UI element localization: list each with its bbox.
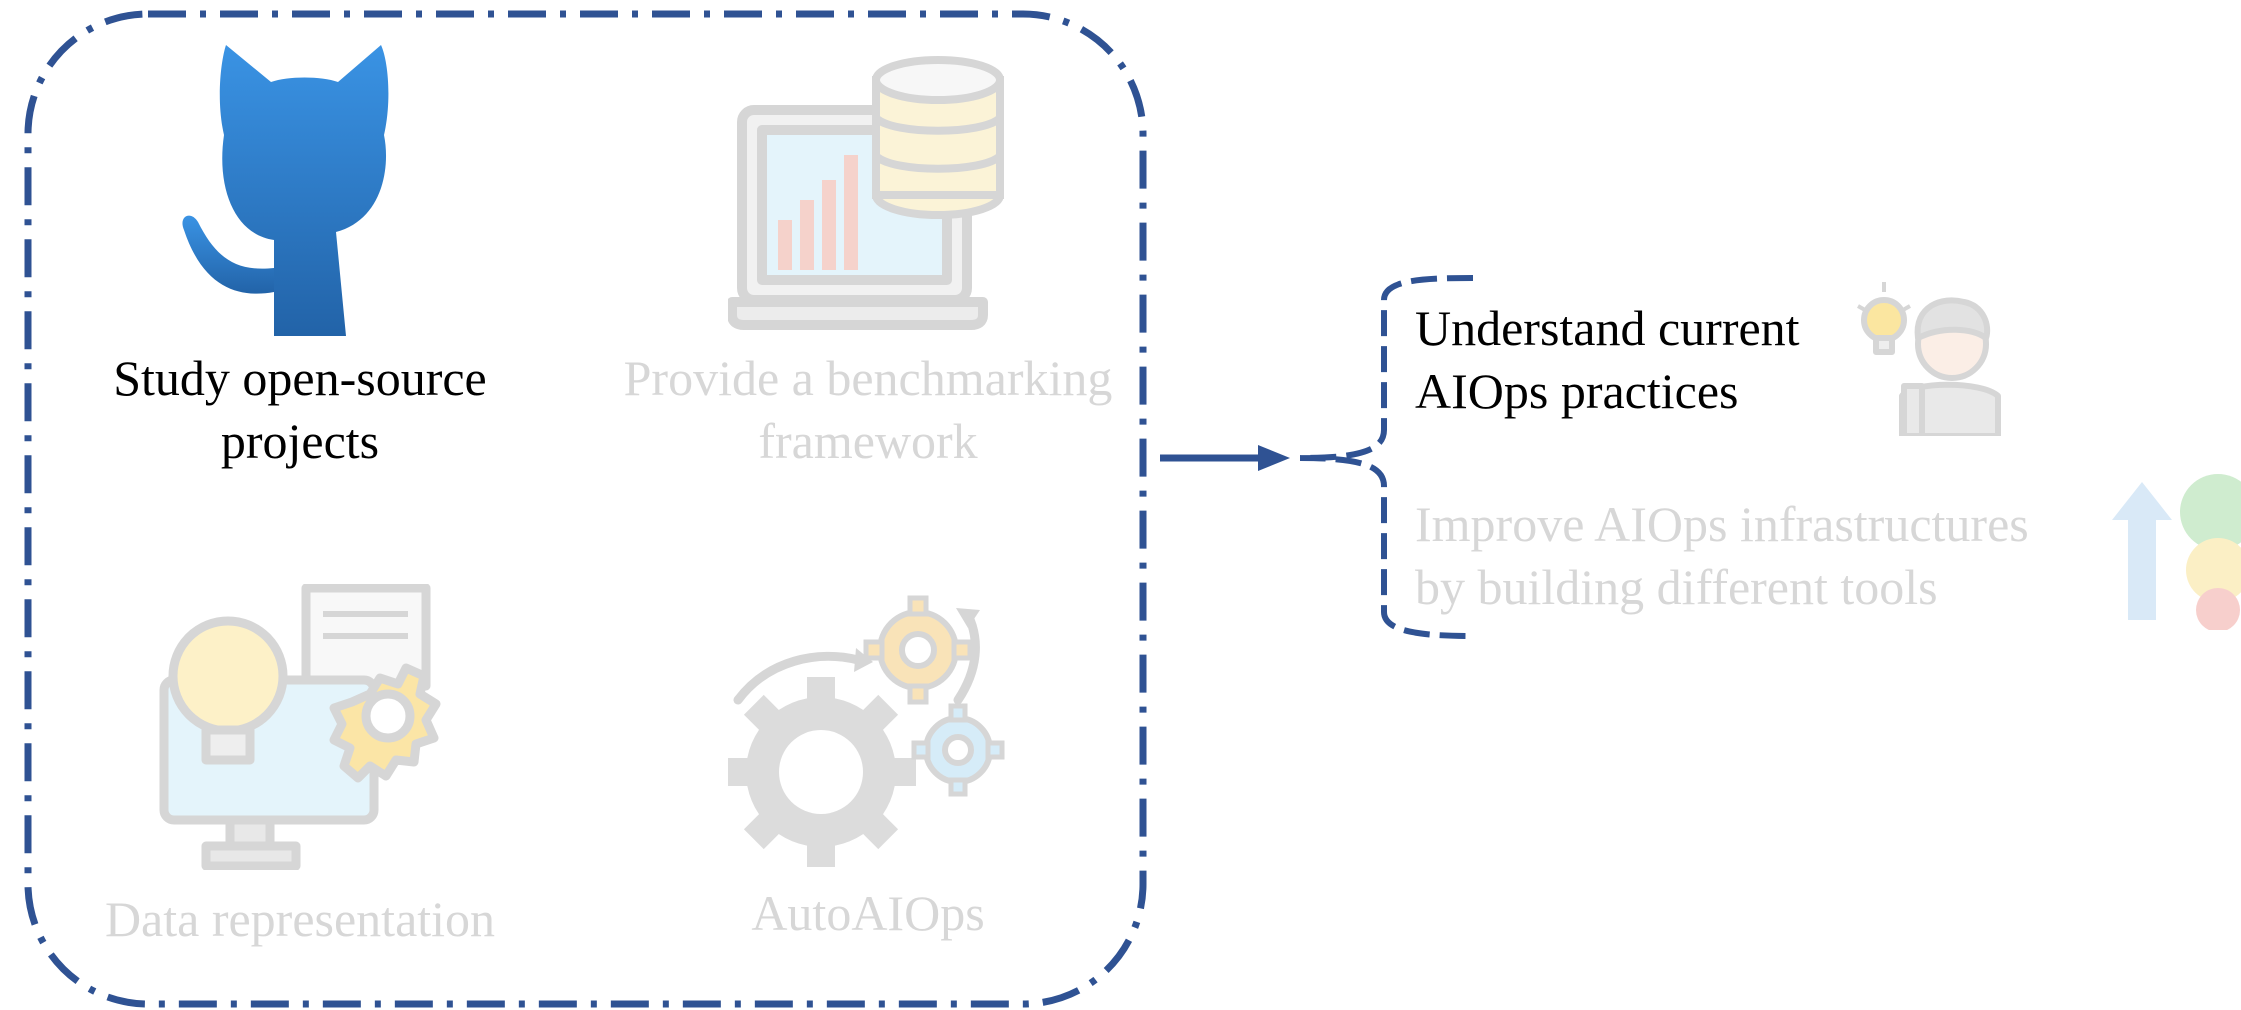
improve-label-line2: by building different tools [1415, 559, 1938, 615]
study-label: Study open-source projects [70, 347, 530, 473]
github-octocat-icon [182, 45, 389, 336]
satisfaction-meter-icon [2112, 474, 2241, 630]
data-representation-label-line1: Data representation [104, 891, 496, 947]
laptop-database-icon [728, 56, 1004, 330]
improve-label-line1: Improve AIOps infrastructures [1415, 496, 2029, 552]
understand-label-line1: Understand current [1415, 300, 1800, 356]
improve-label: Improve AIOps infrastructures by buildin… [1415, 493, 2029, 619]
benchmark-label: Provide a benchmarking framework [598, 347, 1138, 473]
arrow [1160, 445, 1290, 471]
study-label-line1: Study open-source [113, 350, 487, 406]
benchmark-label-line2: framework [758, 413, 978, 469]
study-label-line2: projects [220, 413, 380, 469]
curly-brace [1299, 275, 1474, 639]
thinking-person-icon [1857, 282, 2001, 436]
understand-label-line2: AIOps practices [1415, 363, 1739, 419]
autoaiops-label-line1: AutoAIOps [751, 885, 985, 941]
grouping-box [24, 10, 1147, 1008]
understand-label: Understand current AIOps practices [1415, 297, 1800, 423]
data-representation-label: Data representation [60, 888, 540, 951]
autoaiops-label: AutoAIOps [648, 882, 1088, 945]
gears-icon [728, 595, 1005, 867]
benchmark-label-line1: Provide a benchmarking [623, 350, 1113, 406]
lightbulb-monitor-gear-icon [159, 584, 441, 870]
